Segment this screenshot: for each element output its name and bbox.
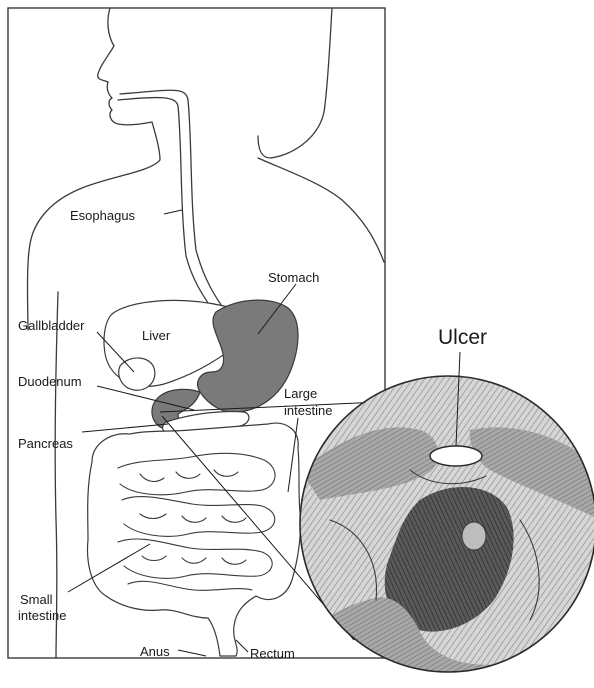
gallbladder (119, 358, 155, 390)
small-intestine-label-line1: Small (20, 592, 53, 607)
pancreas-label: Pancreas (18, 436, 73, 451)
anus-label: Anus (140, 644, 170, 659)
rectum-label: Rectum (250, 646, 295, 661)
large-intestine (88, 423, 301, 656)
ulcer-label: Ulcer (438, 326, 487, 349)
ulcer-magnified-view (300, 376, 594, 688)
small-intestine-label-line2: intestine (18, 608, 66, 623)
large-intestine-label-line2: intestine (284, 403, 332, 418)
esophagus-label: Esophagus (70, 208, 136, 223)
gallbladder-label: Gallbladder (18, 318, 85, 333)
liver-label: Liver (142, 328, 171, 343)
stomach-label: Stomach (268, 270, 319, 285)
duodenum-label: Duodenum (18, 374, 82, 389)
ulcer-crater (430, 446, 482, 466)
large-intestine-label-line1: Large (284, 386, 317, 401)
